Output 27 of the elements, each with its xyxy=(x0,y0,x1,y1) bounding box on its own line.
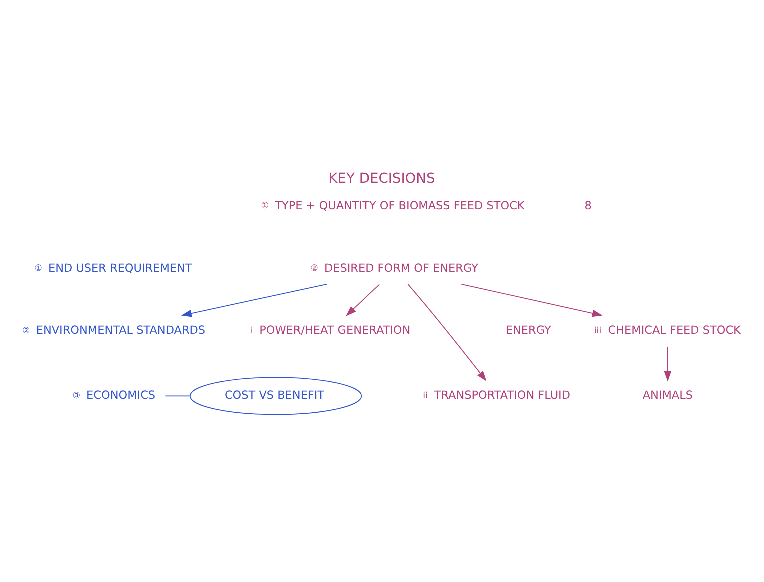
arrow xyxy=(461,284,603,317)
node-text: CHEMICAL FEED STOCK xyxy=(608,324,741,337)
node-label: ① xyxy=(261,201,270,212)
label: 8 xyxy=(584,198,592,212)
node-label: iii xyxy=(594,326,602,336)
node-text: END USER REQUIREMENT xyxy=(48,261,192,274)
node-text: ENVIRONMENTAL STANDARDS xyxy=(36,324,206,337)
label: ENERGY xyxy=(506,324,552,337)
node-text: ANIMALS xyxy=(642,388,694,402)
node-label: i xyxy=(250,326,254,336)
node-label: ② xyxy=(22,326,30,336)
node-text: ECONOMICS xyxy=(86,388,156,402)
node-ellipse: COST VS BENEFIT xyxy=(190,376,362,415)
node-text: POWER/HEAT GENERATION xyxy=(260,324,411,337)
arrow xyxy=(346,284,380,316)
node-text: DESIRED FORM OF ENERGY xyxy=(324,261,478,274)
diagram-title: KEY DECISIONS xyxy=(328,170,436,186)
node-label: ① xyxy=(34,263,42,274)
node-label: ii xyxy=(423,390,428,401)
arrow xyxy=(664,346,672,382)
node-label: ② xyxy=(310,263,318,274)
arrow xyxy=(408,284,487,382)
node-label: ③ xyxy=(72,390,80,401)
connector xyxy=(165,395,191,396)
node-text: TYPE + QUANTITY OF BIOMASS FEED STOCK xyxy=(275,198,525,212)
arrow xyxy=(181,284,328,317)
node-text: TRANSPORTATION FLUID xyxy=(434,388,571,402)
